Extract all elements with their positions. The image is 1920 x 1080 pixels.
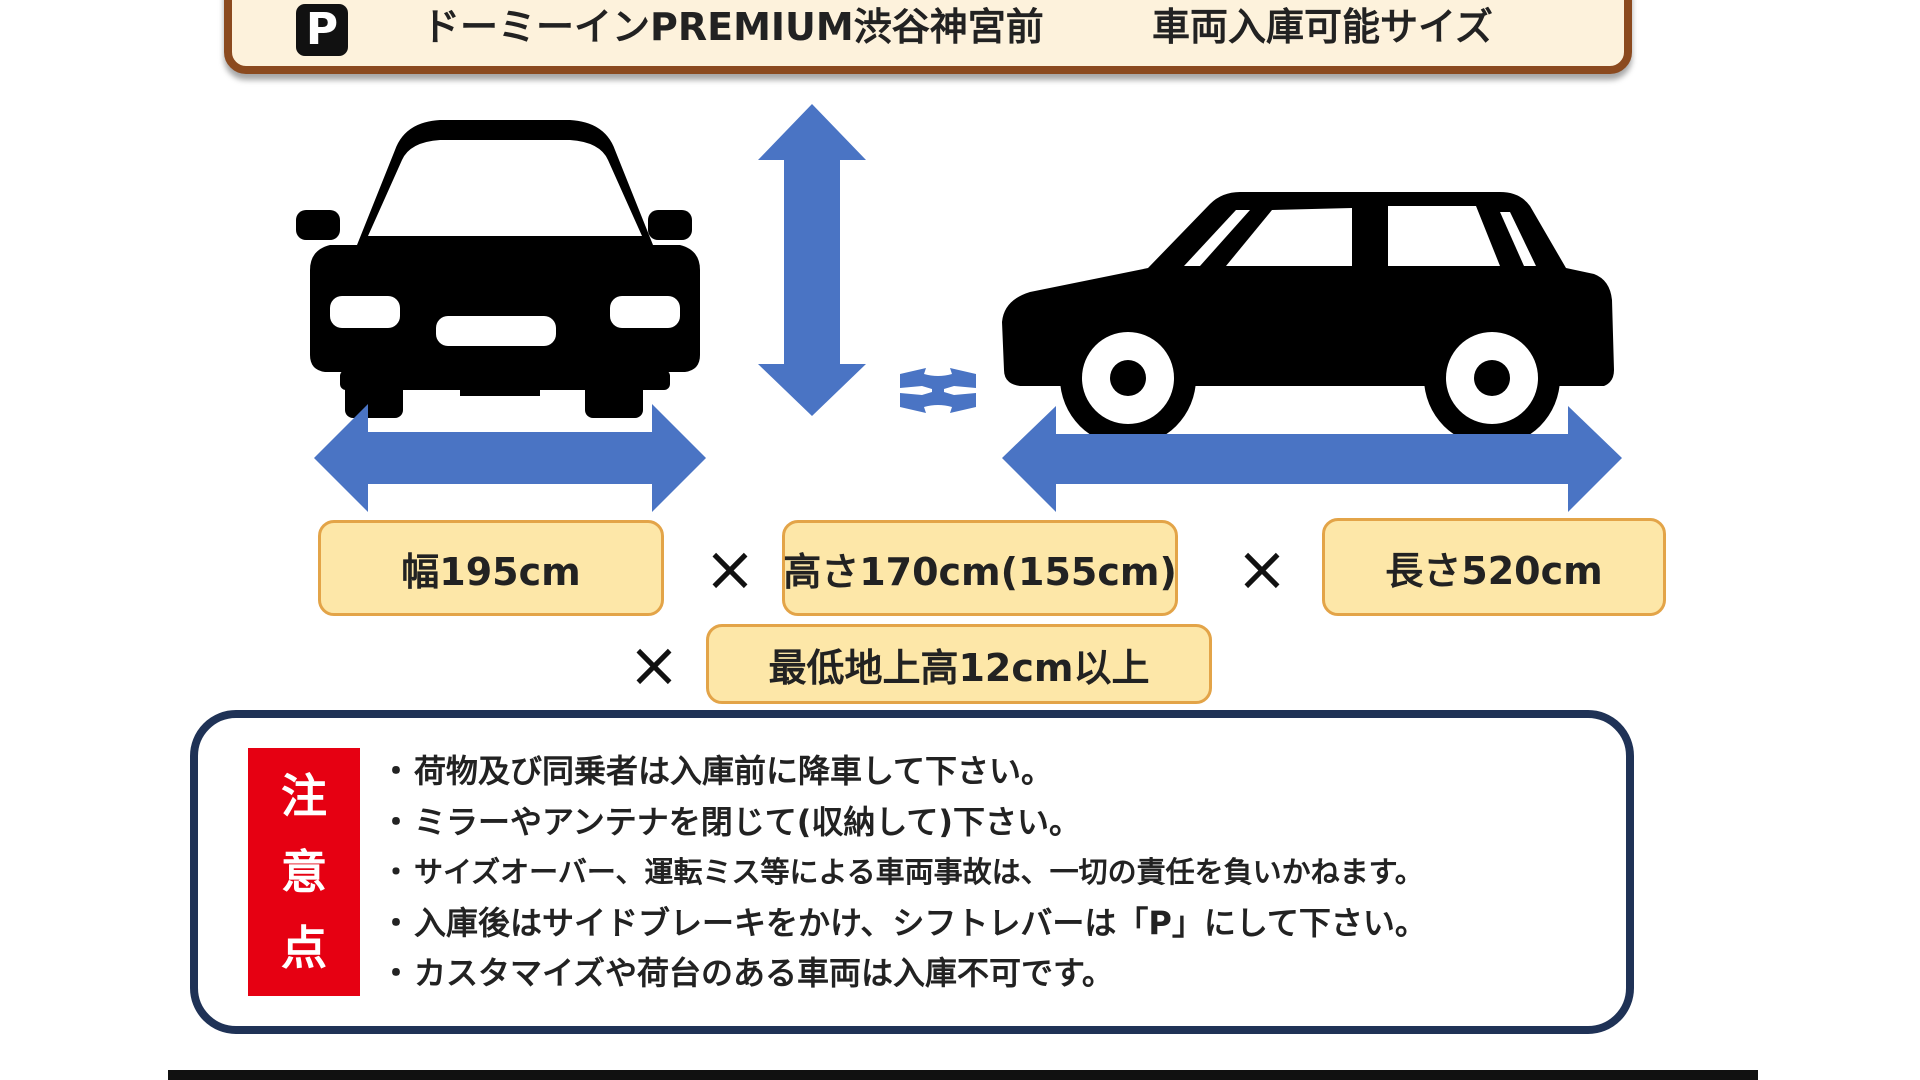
clearance-arrow-icon [900,368,976,413]
caution-item-text: 荷物及び同乗者は入庫前に降車して下さい。 [414,752,1054,790]
car-front-icon [296,120,700,418]
caution-item-text: 入庫後はサイドブレーキをかけ、シフトレバーは「P」にして下さい。 [414,903,1427,942]
footer-bar [168,1070,1758,1080]
header-title: ドーミーインPREMIUM渋谷神宮前 [422,5,1044,49]
caution-item-text: ミラーやアンテナを閉じて(収納して)下さい。 [414,802,1082,841]
times-symbol: × [704,532,756,605]
width-value-box: 幅195cm [318,520,664,616]
caution-item: ・サイズオーバー、運転ミス等による車両事故は、一切の責任を負いかねます。 [378,847,1427,898]
times-symbol: × [1236,532,1288,605]
header-subtitle: 車両入庫可能サイズ [1152,5,1493,49]
ground-clearance-box: 最低地上高12cm以上 [706,624,1212,704]
header-banner: P ドーミーインPREMIUM渋谷神宮前 車両入庫可能サイズ [224,0,1632,74]
height-arrow-icon [758,104,866,416]
bullet: ・ [379,752,412,790]
caution-label-char: 意 [281,845,327,899]
caution-item-text: サイズオーバー、運転ミス等による車両事故は、一切の責任を負いかねます。 [414,855,1424,889]
caution-item: ・入庫後はサイドブレーキをかけ、シフトレバーは「P」にして下さい。 [378,898,1427,949]
times-symbol: × [628,628,680,701]
car-side-icon [1002,192,1614,446]
bullet: ・ [379,903,412,942]
caution-label-char: 点 [281,921,327,975]
length-value-box: 長さ520cm [1322,518,1666,616]
caution-item-text: カスタマイズや荷台のある車両は入庫不可です。 [414,954,1114,992]
bullet: ・ [379,954,412,992]
width-arrow-icon [314,404,706,512]
caution-list: ・荷物及び同乗者は入庫前に降車して下さい。 ・ミラーやアンテナを閉じて(収納して… [378,746,1427,999]
bullet: ・ [379,802,412,841]
caution-item: ・荷物及び同乗者は入庫前に降車して下さい。 [378,746,1427,797]
caution-item: ・カスタマイズや荷台のある車両は入庫不可です。 [378,948,1427,999]
caution-panel: 注 意 点 ・荷物及び同乗者は入庫前に降車して下さい。 ・ミラーやアンテナを閉じ… [190,710,1634,1034]
bullet: ・ [381,855,411,889]
caution-label: 注 意 点 [248,748,360,996]
caution-item: ・ミラーやアンテナを閉じて(収納して)下さい。 [378,797,1427,848]
height-value-box: 高さ170cm(155cm) [782,520,1178,616]
caution-label-char: 注 [281,769,327,823]
length-arrow-icon [1002,406,1622,512]
parking-icon: P [296,4,348,56]
